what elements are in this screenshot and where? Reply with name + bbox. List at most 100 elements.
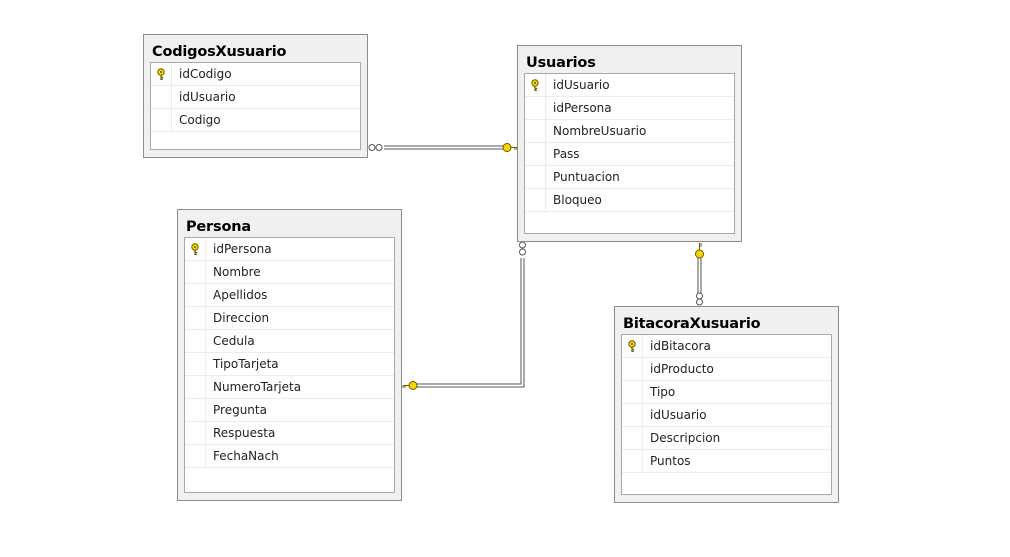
column-row[interactable]: idCodigo [151, 63, 360, 86]
row-selector [185, 284, 206, 306]
row-selector [525, 166, 546, 188]
row-selector [525, 120, 546, 142]
key-icon [531, 79, 539, 91]
table-codigosxusuario[interactable]: CodigosXusuario idCodigo idUsuario Codi [143, 34, 368, 158]
column-row[interactable]: idUsuario [151, 86, 360, 109]
column-row[interactable]: idProducto [622, 358, 831, 381]
column-row[interactable]: Respuesta [185, 422, 394, 445]
column-row[interactable]: NumeroTarjeta [185, 376, 394, 399]
table-bitacoraxusuario[interactable]: BitacoraXusuario idBitacora idProducto [614, 306, 839, 503]
row-selector [525, 74, 546, 96]
table-persona[interactable]: Persona idPersona Nombre Apellidos [177, 209, 402, 501]
column-row[interactable]: Direccion [185, 307, 394, 330]
column-name: idPersona [213, 242, 272, 256]
key-icon [628, 340, 636, 352]
column-row[interactable]: Bloqueo [525, 189, 734, 212]
column-row[interactable]: idBitacora [622, 335, 831, 358]
row-selector [185, 307, 206, 329]
column-name: idProducto [650, 362, 714, 376]
row-selector [525, 189, 546, 211]
column-row[interactable]: idUsuario [622, 404, 831, 427]
table-title: Usuarios [526, 55, 596, 71]
column-row[interactable]: Descripcion [622, 427, 831, 450]
relationship-line [414, 258, 525, 388]
table-title: BitacoraXusuario [623, 316, 761, 332]
row-selector [151, 109, 172, 131]
column-row[interactable]: Nombre [185, 261, 394, 284]
column-row[interactable]: Puntuacion [525, 166, 734, 189]
column-row[interactable]: Pregunta [185, 399, 394, 422]
column-name: idUsuario [650, 408, 707, 422]
column-row[interactable]: Puntos [622, 450, 831, 473]
table-title: CodigosXusuario [152, 44, 287, 60]
row-selector [622, 450, 643, 472]
key-endpoint-icon [695, 243, 704, 259]
column-name: Tipo [650, 385, 676, 399]
relationship-usuarios-persona[interactable] [402, 241, 526, 390]
row-selector [185, 330, 206, 352]
column-list: idCodigo idUsuario Codigo [150, 62, 361, 150]
column-name: Apellidos [213, 288, 268, 302]
relationship-line [414, 258, 522, 385]
column-name: TipoTarjeta [213, 357, 279, 371]
column-row[interactable]: Tipo [622, 381, 831, 404]
row-selector [622, 381, 643, 403]
column-row[interactable]: NombreUsuario [525, 120, 734, 143]
row-selector [622, 358, 643, 380]
row-selector [185, 399, 206, 421]
row-selector [185, 445, 206, 467]
column-list: idBitacora idProducto Tipo idUsuario Des… [621, 334, 832, 495]
relationship-usuarios-bitacora[interactable] [695, 243, 704, 306]
column-row[interactable]: Cedula [185, 330, 394, 353]
column-name: NombreUsuario [553, 124, 647, 138]
infinity-endpoint-icon [368, 144, 383, 151]
row-selector [151, 63, 172, 85]
row-selector [185, 261, 206, 283]
column-row[interactable]: Codigo [151, 109, 360, 132]
column-name: Pass [553, 147, 580, 161]
column-name: Puntos [650, 454, 691, 468]
row-selector [622, 335, 643, 357]
column-list: idUsuario idPersona NombreUsuario Pass P… [524, 73, 735, 234]
column-name: Codigo [179, 113, 221, 127]
column-list: idPersona Nombre Apellidos Direccion Ced… [184, 237, 395, 493]
key-icon [191, 243, 199, 255]
column-name: idBitacora [650, 339, 711, 353]
key-endpoint-icon [502, 143, 518, 152]
column-name: Descripcion [650, 431, 721, 445]
column-row[interactable]: Pass [525, 143, 734, 166]
table-usuarios[interactable]: Usuarios idUsuario idPersona NombreUsua [517, 45, 742, 242]
relationship-usuarios-codigos[interactable] [368, 143, 518, 152]
column-row[interactable]: idUsuario [525, 74, 734, 97]
table-title: Persona [186, 219, 251, 235]
column-name: Direccion [213, 311, 270, 325]
key-endpoint-icon [402, 381, 418, 390]
column-name: idUsuario [179, 90, 236, 104]
infinity-endpoint-icon [519, 241, 526, 256]
column-name: idCodigo [179, 67, 232, 81]
column-row[interactable]: TipoTarjeta [185, 353, 394, 376]
column-row[interactable]: FechaNach [185, 445, 394, 468]
column-row[interactable]: idPersona [525, 97, 734, 120]
column-name: Pregunta [213, 403, 267, 417]
row-selector [185, 238, 206, 260]
column-row[interactable]: idPersona [185, 238, 394, 261]
row-selector [525, 143, 546, 165]
row-selector [151, 86, 172, 108]
column-name: idUsuario [553, 78, 610, 92]
row-selector [622, 427, 643, 449]
infinity-endpoint-icon [696, 292, 703, 306]
column-name: NumeroTarjeta [213, 380, 302, 394]
column-name: Respuesta [213, 426, 276, 440]
row-selector [622, 404, 643, 426]
row-selector [525, 97, 546, 119]
row-selector [185, 376, 206, 398]
column-name: FechaNach [213, 449, 279, 463]
column-name: Puntuacion [553, 170, 620, 184]
key-icon [157, 68, 165, 80]
column-name: Nombre [213, 265, 261, 279]
column-row[interactable]: Apellidos [185, 284, 394, 307]
row-selector [185, 422, 206, 444]
